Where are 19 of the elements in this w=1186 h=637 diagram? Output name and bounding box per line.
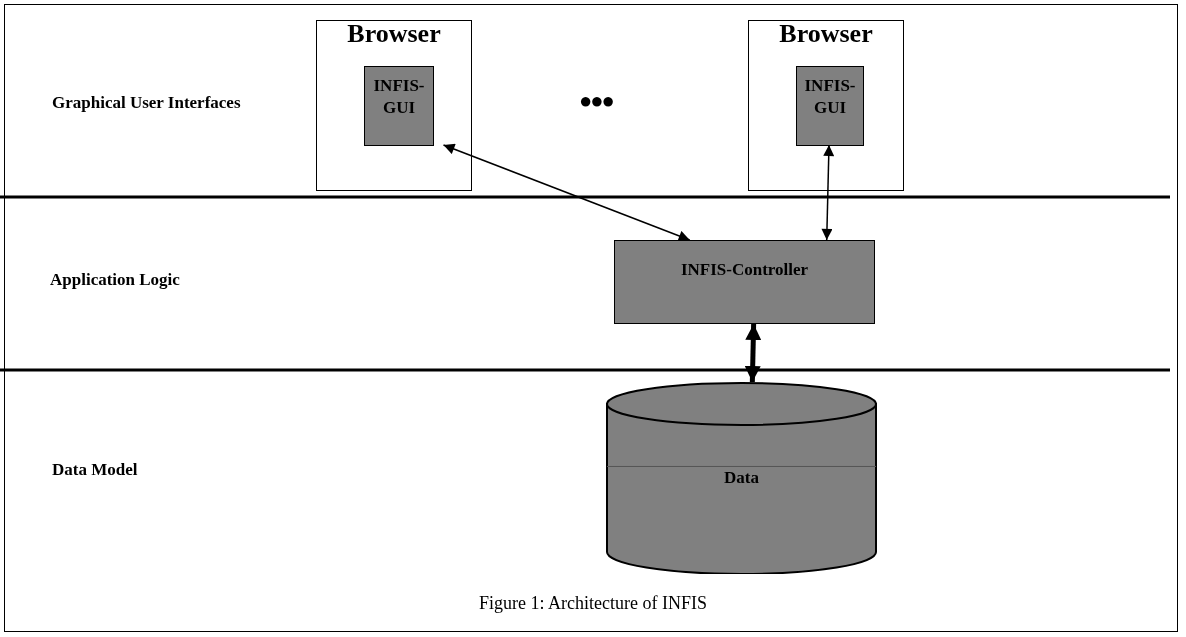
layer-label: Graphical User Interfaces (52, 93, 241, 113)
layer-label: Application Logic (50, 270, 180, 290)
browser-box (748, 20, 904, 191)
box-label: INFIS-Controller (679, 259, 810, 281)
box-heading: Browser (346, 21, 442, 47)
process-box (614, 240, 875, 324)
layer-label: Data Model (52, 460, 138, 480)
double-arrow (442, 143, 691, 242)
double-arrow (744, 323, 762, 383)
figure-caption: Figure 1: Architecture of INFIS (479, 593, 707, 613)
ellipsis-dots: ●●● (579, 88, 613, 114)
component-box (796, 66, 864, 146)
box-label: Data (723, 468, 760, 488)
component-box (364, 66, 434, 146)
box-label: INFIS-GUI (803, 75, 857, 119)
box-heading: Browser (778, 21, 874, 47)
browser-box (316, 20, 472, 191)
double-arrow (821, 144, 835, 241)
box-label: INFIS-GUI (372, 75, 426, 119)
